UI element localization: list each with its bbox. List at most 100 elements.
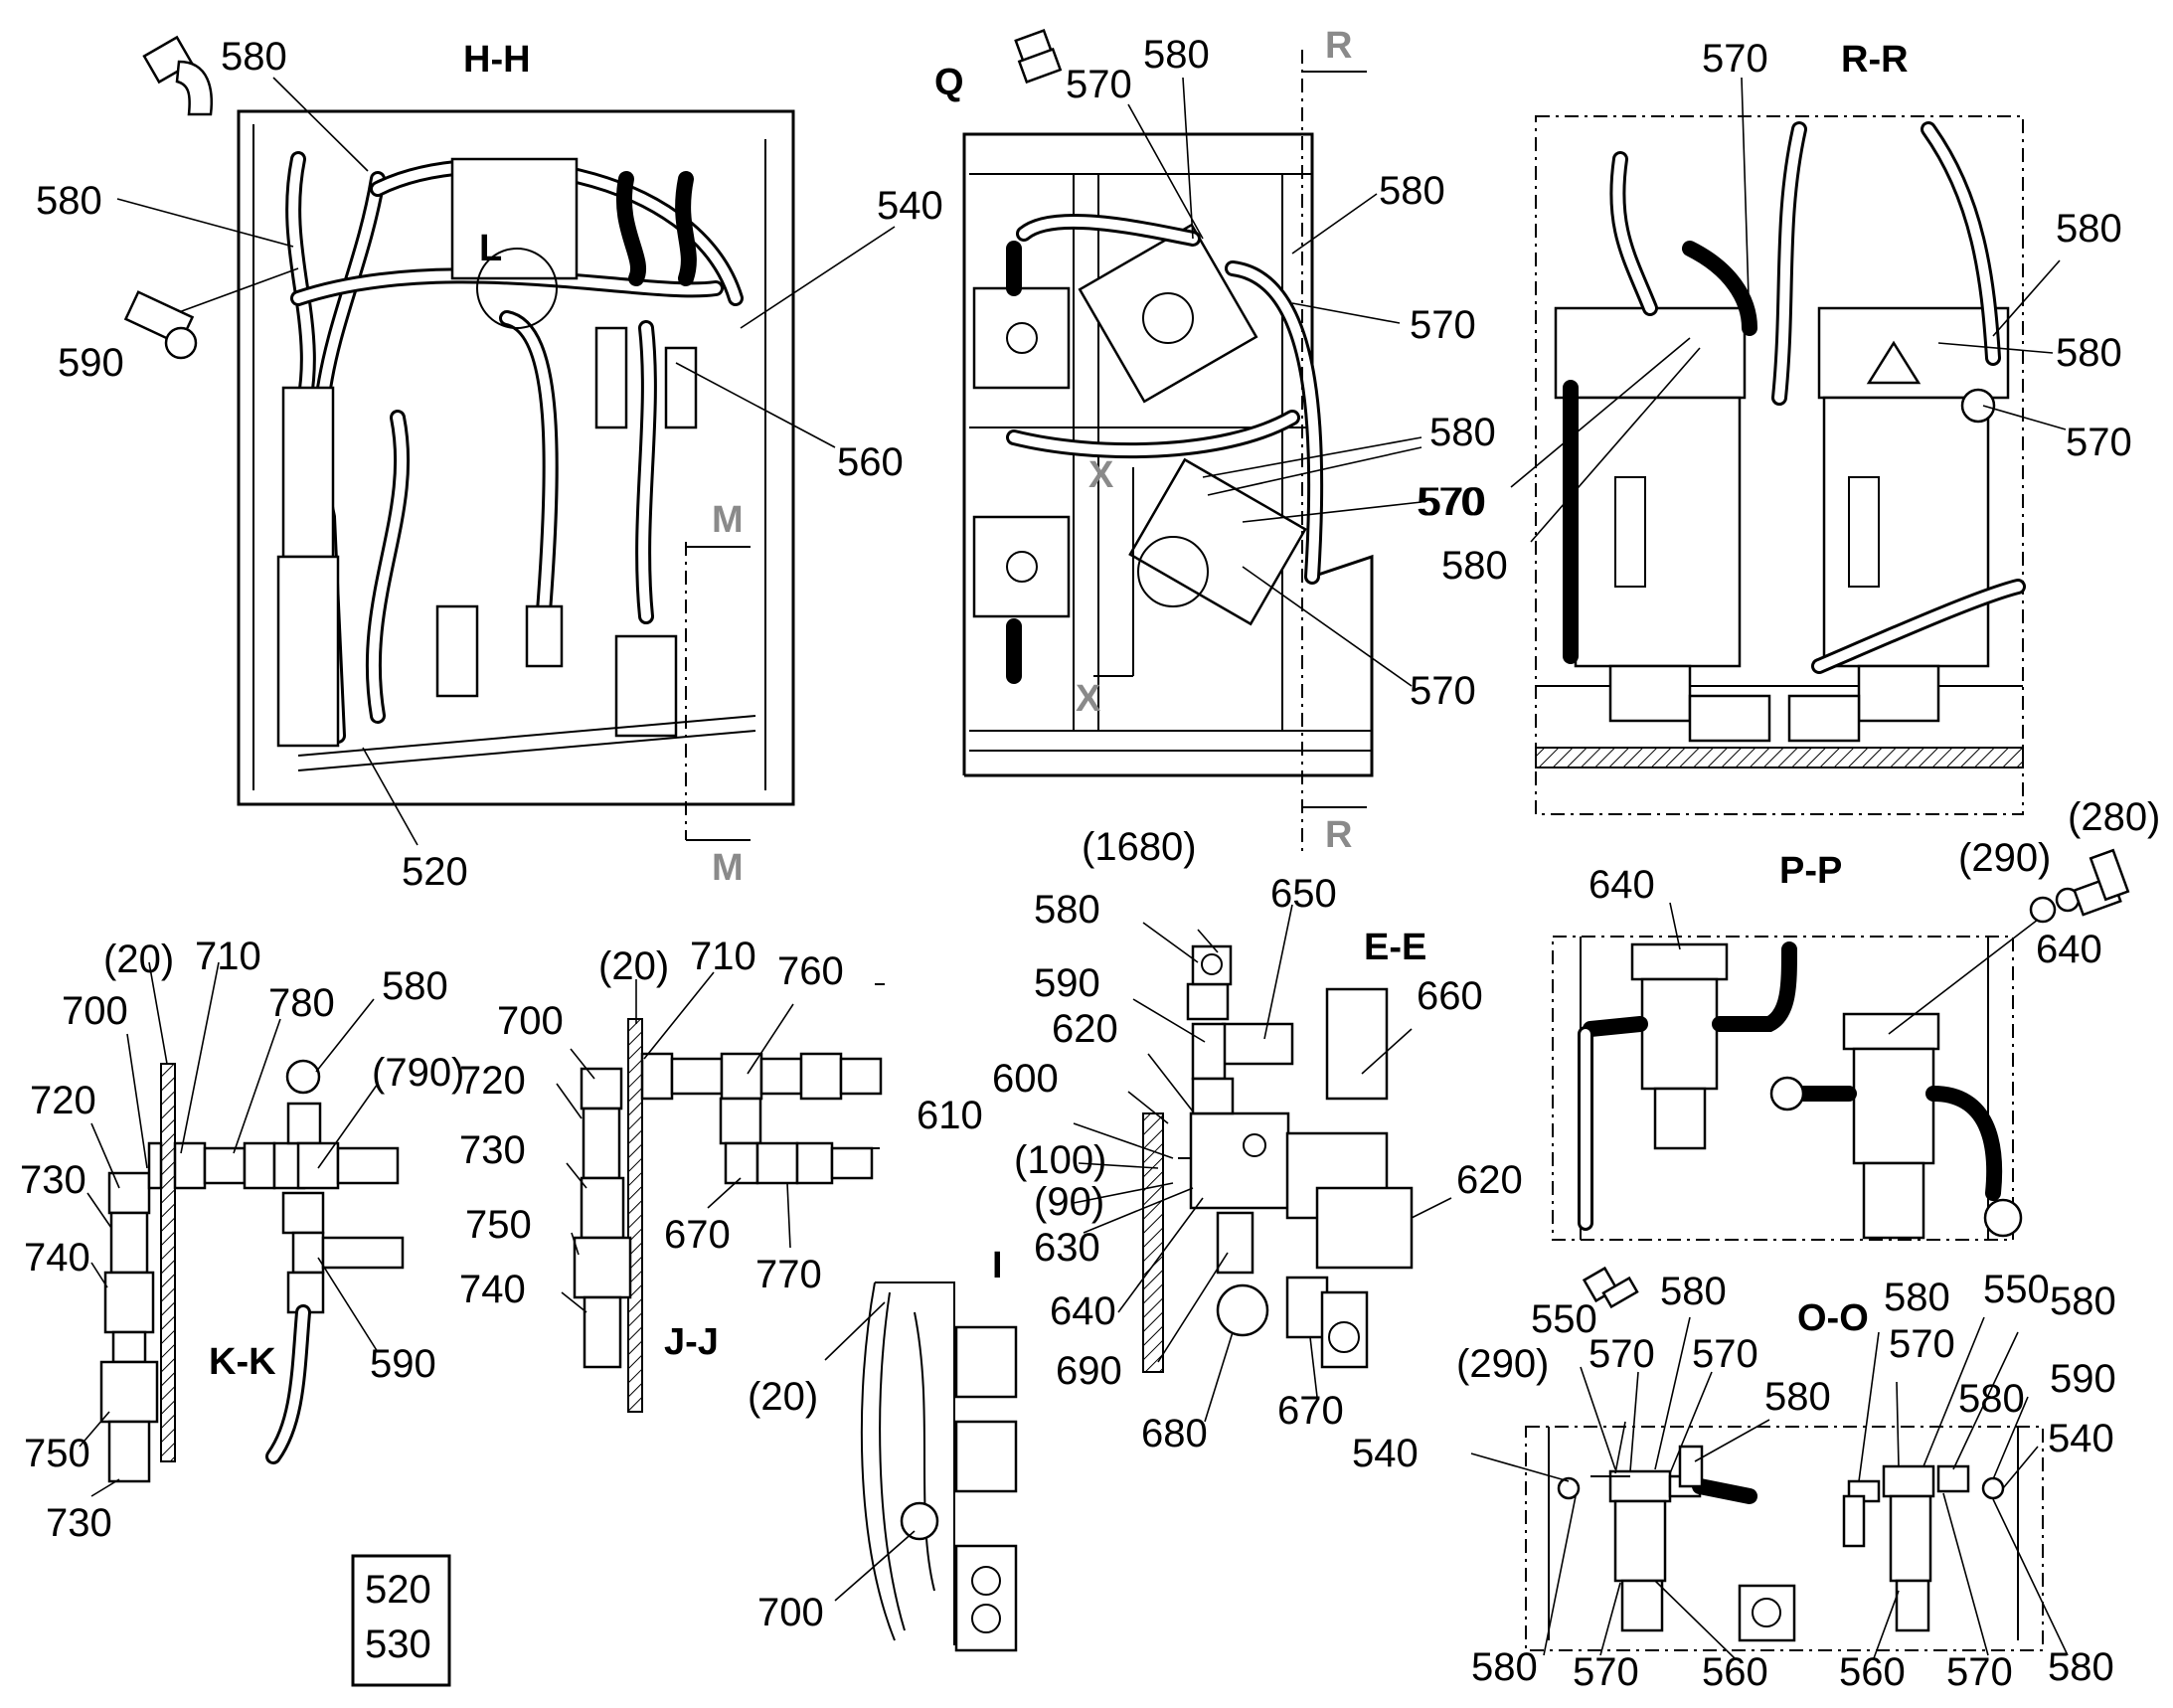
- loose-fitting-straight: [1014, 28, 1063, 85]
- jj-label-760: 760: [777, 949, 844, 993]
- q-label-580b: 580: [1379, 169, 1445, 213]
- view-title-hh: H-H: [463, 39, 531, 81]
- jj-label-720: 720: [459, 1059, 526, 1103]
- ee-label-620a: 620: [1052, 1007, 1118, 1051]
- kk-label-720: 720: [30, 1079, 96, 1122]
- kk-label-730b: 730: [46, 1501, 112, 1545]
- hh-label-540: 540: [877, 184, 943, 228]
- jj-label-700: 700: [497, 999, 564, 1043]
- q-label-570c: 570: [1420, 480, 1486, 524]
- part-number-box: 520 530: [351, 1554, 451, 1687]
- kk-label-780: 780: [268, 981, 335, 1025]
- ee-label-640: 640: [1050, 1289, 1116, 1333]
- marker-r-top: R: [1325, 25, 1352, 67]
- marker-x-top: X: [1088, 454, 1114, 496]
- jj-label-670: 670: [664, 1213, 731, 1257]
- oo-label-580g: 580: [1958, 1377, 2025, 1421]
- rr-label-570c: 570: [1417, 480, 1483, 524]
- view-title-ee: E-E: [1364, 927, 1426, 968]
- ee-label-610: 610: [917, 1094, 983, 1137]
- ee-label-670: 670: [1277, 1389, 1344, 1433]
- kk-label-730a: 730: [20, 1158, 86, 1202]
- kk-label-700: 700: [62, 989, 128, 1033]
- view-kk: K-K (20) 710 700 780 580 (790) 720 730 7…: [20, 935, 464, 1545]
- view-title-kk: K-K: [209, 1341, 276, 1383]
- marker-l: L: [479, 228, 502, 269]
- ee-label-90: (90): [1034, 1180, 1104, 1224]
- hh-label-560: 560: [837, 440, 904, 484]
- kk-callouts: (20) 710 700 780 580 (790) 720 730 740 7…: [20, 935, 464, 1545]
- pp-label-280: (280): [2068, 795, 2160, 839]
- jj-label-20: (20): [598, 944, 669, 988]
- oo-label-580b: 580: [1764, 1375, 1831, 1419]
- oo-label-590: 590: [2050, 1357, 2116, 1401]
- ee-label-590: 590: [1034, 961, 1100, 1005]
- hh-callouts: 580 580 590 540 560 520: [36, 35, 943, 894]
- part-box-530: 530: [365, 1623, 431, 1666]
- ee-label-680: 680: [1141, 1412, 1208, 1455]
- i-label-700: 700: [757, 1591, 824, 1634]
- oo-label-580c: 580: [1884, 1276, 1950, 1319]
- hh-label-580b: 580: [36, 179, 102, 223]
- view-title-jj: J-J: [664, 1321, 719, 1363]
- pp-callouts: 640 (290) (280) 640: [1588, 795, 2160, 971]
- ee-label-650: 650: [1270, 872, 1337, 916]
- oo-label-580e: 580: [1471, 1645, 1538, 1689]
- view-title-pp: P-P: [1779, 850, 1842, 892]
- ee-label-600: 600: [992, 1057, 1059, 1101]
- i-label-20: (20): [748, 1375, 818, 1419]
- kk-label-740: 740: [24, 1236, 90, 1280]
- q-label-580c: 580: [1429, 411, 1496, 454]
- rr-label-570a: 570: [1702, 37, 1768, 81]
- view-oo: O-O 550 580 580 580 550 580 (: [1352, 1266, 2116, 1694]
- jj-label-710: 710: [690, 935, 756, 978]
- ee-label-580: 580: [1034, 888, 1100, 932]
- view-title-i: I: [992, 1245, 1003, 1286]
- part-box-520: 520: [365, 1568, 431, 1612]
- ee-label-620b: 620: [1456, 1158, 1523, 1202]
- loose-fitting-tee: [123, 290, 198, 360]
- q-label-570d: 570: [1410, 669, 1476, 713]
- oo-label-570b: 570: [1692, 1332, 1758, 1376]
- oo-label-560b: 560: [1839, 1650, 1906, 1694]
- loose-bolt: [2029, 848, 2130, 924]
- view-pp: P-P 640 (290) (280) 640: [1552, 795, 2160, 1241]
- oo-label-570a: 570: [1588, 1332, 1655, 1376]
- pp-label-640a: 640: [1588, 863, 1655, 907]
- oo-label-570d: 570: [1573, 1650, 1639, 1694]
- loose-screw: [1582, 1266, 1639, 1309]
- pp-label-640b: 640: [2036, 928, 2102, 971]
- oo-label-290: (290): [1456, 1342, 1549, 1386]
- jj-label-730: 730: [459, 1128, 526, 1172]
- kk-label-590: 590: [370, 1342, 436, 1386]
- hh-label-580a: 580: [221, 35, 287, 79]
- pp-label-290: (290): [1958, 836, 2051, 880]
- view-title-oo: O-O: [1797, 1297, 1869, 1339]
- view-ee: E-E (1680) 580 650 590 620 600 610 (100)…: [917, 825, 1523, 1455]
- kk-label-750: 750: [24, 1432, 90, 1475]
- oo-callouts: 550 580 580 580 550 580 (290) 570 570 57…: [1352, 1268, 2116, 1694]
- marker-r-bottom: R: [1325, 814, 1352, 856]
- oo-label-550a: 550: [1531, 1297, 1597, 1341]
- q-label-570b: 570: [1410, 303, 1476, 347]
- oo-label-580d: 580: [2050, 1280, 2116, 1323]
- q-callouts: 570 580 580 570 580 570 570: [1066, 33, 1496, 713]
- oo-label-540a: 540: [1352, 1432, 1419, 1475]
- jj-callouts: (20) 710 760 700 720 730 750 740 670 770: [459, 935, 844, 1311]
- view-hh: M M L H-H 580 580 590 540 560 520: [36, 35, 943, 894]
- kk-label-710: 710: [195, 935, 261, 978]
- marker-x-bottom: X: [1076, 678, 1101, 720]
- kk-label-580: 580: [382, 964, 448, 1008]
- oo-label-570e: 570: [1946, 1650, 2013, 1694]
- loose-fitting-elbow: [142, 35, 213, 116]
- view-rr: R-R 570 580 580 570 570 580: [1417, 37, 2132, 815]
- jj-label-750: 750: [465, 1203, 532, 1247]
- oo-label-540b: 540: [2048, 1417, 2114, 1460]
- view-jj: J-J (20) 710 760 700 720 730 750 740 670…: [459, 935, 885, 1413]
- jj-label-770: 770: [755, 1253, 822, 1296]
- kk-label-790: (790): [372, 1051, 464, 1095]
- rr-label-580c: 580: [1441, 544, 1508, 588]
- i-callouts: (20) 700: [748, 1375, 824, 1634]
